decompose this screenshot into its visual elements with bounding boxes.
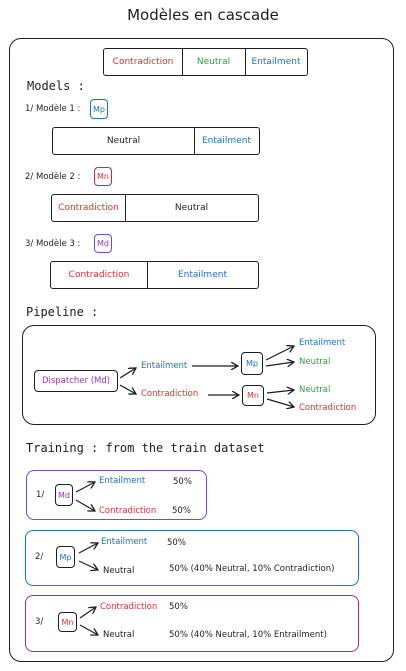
training-step2-value-b: 50% (40% Neutral, 10% Contradiction) (169, 564, 335, 574)
arrow-mn-to-contradiction (266, 398, 294, 407)
training-step2-frame (25, 530, 359, 586)
model1-bar: Neutral Entailment (52, 127, 260, 155)
model3-contradiction: Contradiction (68, 270, 130, 280)
model2-neutral: Neutral (174, 203, 209, 213)
training-step3-label-a: Contradiction (100, 602, 158, 612)
training-step1-label-b: Contradiction (99, 506, 157, 516)
dispatcher-node (34, 370, 118, 392)
arrow-step3-b (79, 624, 98, 635)
model3-bar: Contradiction Entailment (50, 261, 259, 289)
page-title: Modèles en cascade (127, 6, 279, 24)
arrow-step2-a (78, 543, 98, 554)
model3-label: 3/ Modèle 3 : (25, 239, 81, 249)
training-step2-label-b: Neutral (103, 566, 135, 576)
training-step1-badge: Md (55, 484, 73, 506)
arrow-step2-b (78, 560, 98, 570)
legend-contradiction: Contradiction (112, 57, 174, 67)
model3-badge: Md (94, 234, 112, 253)
model3-entailment: Entailment (178, 270, 227, 280)
training-step2-label-a: Entailment (101, 537, 148, 547)
training-step3-value-b: 50% (40% Neutral, 10% Entrailment) (169, 630, 327, 640)
arrow-step1-a (75, 482, 95, 493)
training-step3-label-b: Neutral (103, 630, 135, 640)
arrow-step3-a (79, 607, 96, 619)
dispatcher-label: Dispatcher (Md) (41, 376, 111, 386)
model1-badge: Mp (90, 99, 108, 119)
training-step3-value-a: 50% (169, 602, 188, 612)
mp-output-neutral: Neutral (299, 357, 331, 367)
pipeline-heading: Pipeline : (26, 305, 99, 319)
arrow-step1-b (75, 499, 95, 511)
training-step1-value-b: 50% (172, 506, 191, 516)
model1-label: 1/ Modèle 1 : (25, 104, 81, 114)
model1-entailment: Entailment (202, 136, 251, 146)
model1-neutral: Neutral (106, 136, 141, 146)
mp-output-entailment: Entailment (299, 338, 346, 348)
arrow-mp-to-entailment (265, 346, 294, 361)
arrow-mp-to-neutral (265, 362, 294, 366)
legend-neutral: Neutral (196, 57, 231, 67)
mn-output-neutral: Neutral (299, 385, 331, 395)
training-step3-frame (25, 595, 359, 652)
model2-bar: Contradiction Neutral (51, 194, 259, 222)
training-step3-badge: Mn (58, 612, 77, 632)
pipeline-mp-node: Mp (241, 352, 263, 375)
training-heading: Training : from the train dataset (26, 441, 265, 455)
mn-output-contradiction: Contradiction (299, 403, 357, 413)
arrow-dispatcher-to-contradiction (119, 384, 136, 394)
model2-badge: Mn (94, 167, 112, 186)
model2-contradiction: Contradiction (58, 203, 119, 213)
arrow-dispatcher-to-entailment (119, 368, 136, 379)
training-step2-value-a: 50% (167, 538, 186, 548)
pipeline-branch-contradiction: Contradiction (141, 389, 199, 399)
training-step1-label-a: Entailment (99, 476, 146, 486)
label-legend-bar: Contradiction Neutral Entailment (103, 48, 308, 76)
training-step3-number: 3/ (35, 617, 44, 627)
pipeline-mn-node: Mn (242, 385, 264, 406)
training-step1-value-a: 50% (173, 477, 192, 487)
arrow-mn-to-neutral (266, 390, 294, 393)
pipeline-branch-entailment: Entailment (141, 361, 188, 371)
training-step1-number: 1/ (36, 490, 45, 500)
legend-entailment: Entailment (251, 57, 301, 67)
model2-label: 2/ Modèle 2 : (25, 172, 81, 182)
models-heading: Models : (27, 79, 85, 93)
training-step2-number: 2/ (35, 552, 44, 562)
training-step2-badge: Mp (56, 546, 75, 568)
